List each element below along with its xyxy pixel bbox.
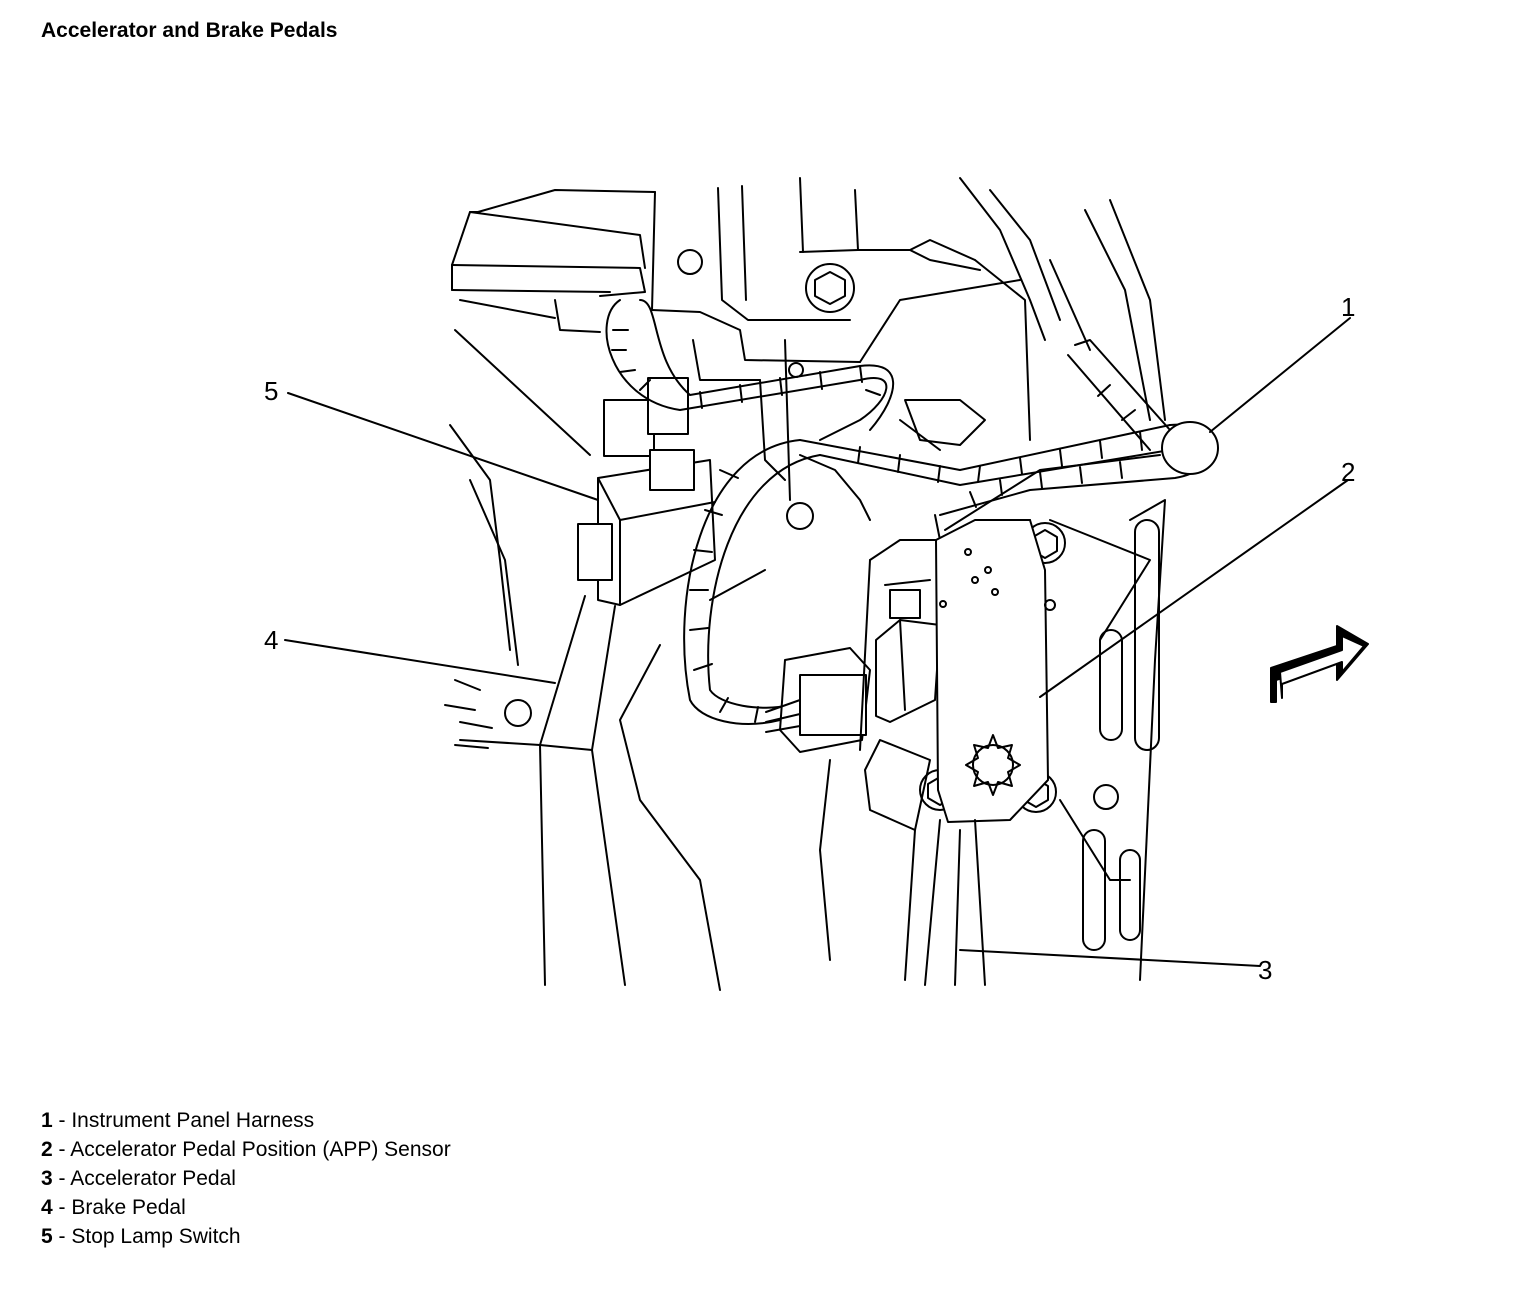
legend-item: 1 - Instrument Panel Harness	[41, 1106, 451, 1135]
app-sensor	[859, 519, 1056, 831]
callout-2: 2	[1341, 457, 1356, 487]
dash-structure	[451, 177, 1166, 521]
diagram-title: Accelerator and Brake Pedals	[41, 19, 338, 42]
callout-4: 4	[264, 625, 279, 655]
stop-lamp-switch	[577, 377, 716, 606]
legend-number: 2	[41, 1138, 53, 1161]
legend-text: - Accelerator Pedal	[52, 1167, 236, 1190]
callout-5: 5	[264, 376, 279, 406]
legend-number: 5	[41, 1225, 53, 1248]
legend-text: - Stop Lamp Switch	[52, 1225, 241, 1248]
legend-number: 1	[41, 1109, 53, 1132]
legend-text: - Accelerator Pedal Position (APP) Senso…	[52, 1138, 451, 1161]
forward-arrow-icon	[1270, 625, 1369, 703]
legend-text: - Brake Pedal	[52, 1196, 186, 1219]
legend-number: 4	[41, 1196, 53, 1219]
legend-item: 3 - Accelerator Pedal	[41, 1164, 451, 1193]
instrument-panel-harness	[605, 299, 1219, 725]
accelerator-pedal-arm	[819, 499, 1166, 986]
legend-text: - Instrument Panel Harness	[52, 1109, 315, 1132]
legend: 1 - Instrument Panel Harness 2 - Acceler…	[41, 1106, 451, 1251]
legend-number: 3	[41, 1167, 53, 1190]
legend-item: 4 - Brake Pedal	[41, 1193, 451, 1222]
legend-item: 5 - Stop Lamp Switch	[41, 1222, 451, 1251]
sensor-connector	[765, 579, 941, 753]
brake-pedal-arm	[444, 424, 766, 991]
leader-lines	[284, 317, 1351, 967]
callout-1: 1	[1341, 292, 1356, 322]
legend-item: 2 - Accelerator Pedal Position (APP) Sen…	[41, 1135, 451, 1164]
callout-3: 3	[1258, 955, 1273, 985]
